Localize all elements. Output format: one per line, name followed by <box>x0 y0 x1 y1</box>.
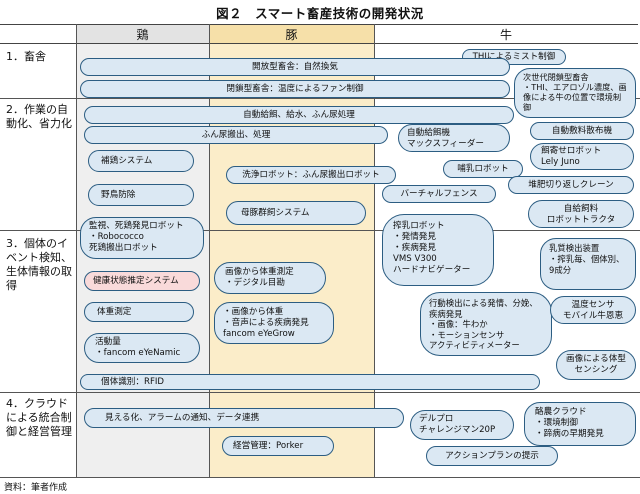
weight-measurement: 体重測定 <box>84 302 194 322</box>
activity-fancom-eyenamic: 活動量 ・fancom eYeNamic <box>84 333 200 363</box>
monitoring-dead-bird-robot: 監視、死鶏発見ロボット ・Robococco 死鶏搬出ロボット <box>80 217 204 259</box>
self-feed-robot-tractor: 自給飼料 ロボットトラクタ <box>528 200 634 228</box>
image-weight-voice-disease: ・画像から体重 ・音声による疾病発見 fancom eYeGrow <box>214 302 334 344</box>
image-body-sensing: 画像による体型センシング <box>556 350 636 380</box>
category-automation: 2．作業の自動化、省力化 <box>6 103 72 130</box>
calf-feeding-robot: 哺乳ロボット <box>443 160 523 178</box>
header-pig: 豚 <box>209 24 374 44</box>
action-plan-presentation: アクションプランの提示 <box>426 446 558 466</box>
row-line-3 <box>0 392 640 393</box>
chick-system: 補鶏システム <box>88 150 194 172</box>
next-gen-closed-barn: 次世代閉鎖型畜舎 ・THI、エアロゾル濃度、画像による牛の位置で環境制御 <box>514 68 636 118</box>
closed-barn-fan-control: 閉鎖型畜舎：温度によるファン制御 <box>80 80 510 98</box>
visualization-alarm-data: 見える化、アラームの通知、データ連携 <box>84 408 404 428</box>
milk-quality-sensor: 乳質検出装置 ・搾乳毎、個体別、9成分 <box>540 238 636 290</box>
health-estimation-system: 健康状態推定システム <box>84 271 200 291</box>
source-note: 資料：筆者作成 <box>4 483 68 493</box>
temperature-sensor: 温度センサ モバイル牛恩恵 <box>550 296 636 324</box>
divider-3 <box>374 24 375 478</box>
dairy-cloud: 酪農クラウド ・環境制御 ・蹄病の早期発見 <box>524 402 636 446</box>
header-cattle: 牛 <box>374 24 638 44</box>
virtual-fence: バーチャルフェンス <box>382 185 496 203</box>
category-barn: 1．畜舎 <box>6 50 46 63</box>
rfid-identification: 個体識別：RFID <box>80 374 540 390</box>
milking-robot: 搾乳ロボット ・発情発見 ・疾病発見 VMS V300 ハードナビゲーター <box>382 214 494 286</box>
auto-feed-water-manure: 自動給餌、給水、ふん尿処理 <box>84 106 514 124</box>
management-porker: 経営管理：Porker <box>222 436 334 456</box>
category-cloud-management: 4．クラウドによる統合制御と経営管理 <box>6 397 72 438</box>
feed-push-robot-lely-juno: 餌寄せロボット Lely Juno <box>530 143 634 170</box>
washing-manure-robot: 洗浄ロボット：ふん尿搬出ロボット <box>226 166 396 184</box>
delpro-challengeman: デルプロ チャレンジマン20P <box>410 410 514 440</box>
row-line-2 <box>0 230 640 231</box>
compost-turning-crane: 堆肥切り返しクレーン <box>508 176 634 194</box>
divider-1 <box>76 24 77 478</box>
image-weight-measurement: 画像から体重測定 ・デジタル目勘 <box>214 262 326 294</box>
row-line-bottom <box>0 477 640 478</box>
manure-removal-processing: ふん尿搬出、処理 <box>84 126 388 144</box>
auto-bedding-spreader: 自動敷料散布機 <box>530 122 634 140</box>
open-barn-ventilation: 開放型畜舎：自然換気 <box>80 58 510 76</box>
header-left-blank <box>0 24 76 44</box>
row-line-1 <box>0 98 640 99</box>
pig-column-bg <box>209 24 374 478</box>
category-individual-detection: 3．個体のイベント検知、生体情報の取得 <box>6 237 72 292</box>
wild-bird-control: 野鳥防除 <box>88 184 194 206</box>
header-chicken: 鶏 <box>76 24 209 44</box>
sow-group-housing-system: 母豚群飼システム <box>226 201 366 225</box>
auto-feeder-maxfeeder: 自動給餌機 マックスフィーダー <box>398 124 510 152</box>
behavior-detection: 行動検出による発情、分娩、疾病発見 ・画像：牛わか ・モーションセンサ アクティ… <box>420 292 552 356</box>
figure-title: 図２ スマート畜産技術の開発状況 <box>216 6 424 21</box>
divider-2 <box>209 24 210 478</box>
